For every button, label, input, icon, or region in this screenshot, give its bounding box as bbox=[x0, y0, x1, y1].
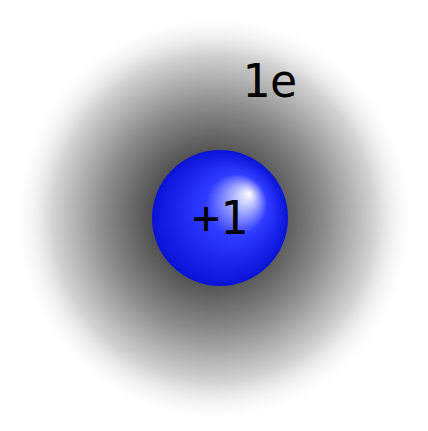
charge-label: +1 bbox=[192, 195, 247, 241]
cloud-ellipse bbox=[12, 12, 416, 424]
nucleus-circle bbox=[152, 150, 288, 286]
electron-cloud: 1e +1 bbox=[12, 12, 416, 424]
nucleus: +1 bbox=[152, 150, 288, 286]
electron-label: 1e bbox=[242, 58, 297, 104]
